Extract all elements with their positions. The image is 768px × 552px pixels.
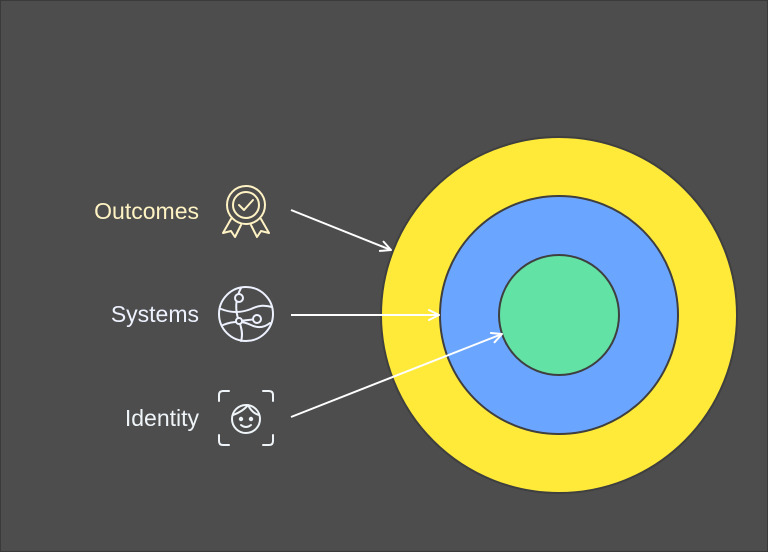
identity-arrow	[290, 332, 503, 418]
globe-network-icon	[218, 286, 274, 342]
outcomes-arrow	[290, 209, 392, 252]
inner-circle-identity	[498, 254, 620, 376]
systems-label: Systems	[110, 301, 199, 327]
outcomes-label: Outcomes	[94, 198, 199, 224]
face-scan-icon	[218, 390, 274, 446]
identity-label: Identity	[124, 405, 199, 431]
award-badge-icon	[222, 185, 270, 238]
